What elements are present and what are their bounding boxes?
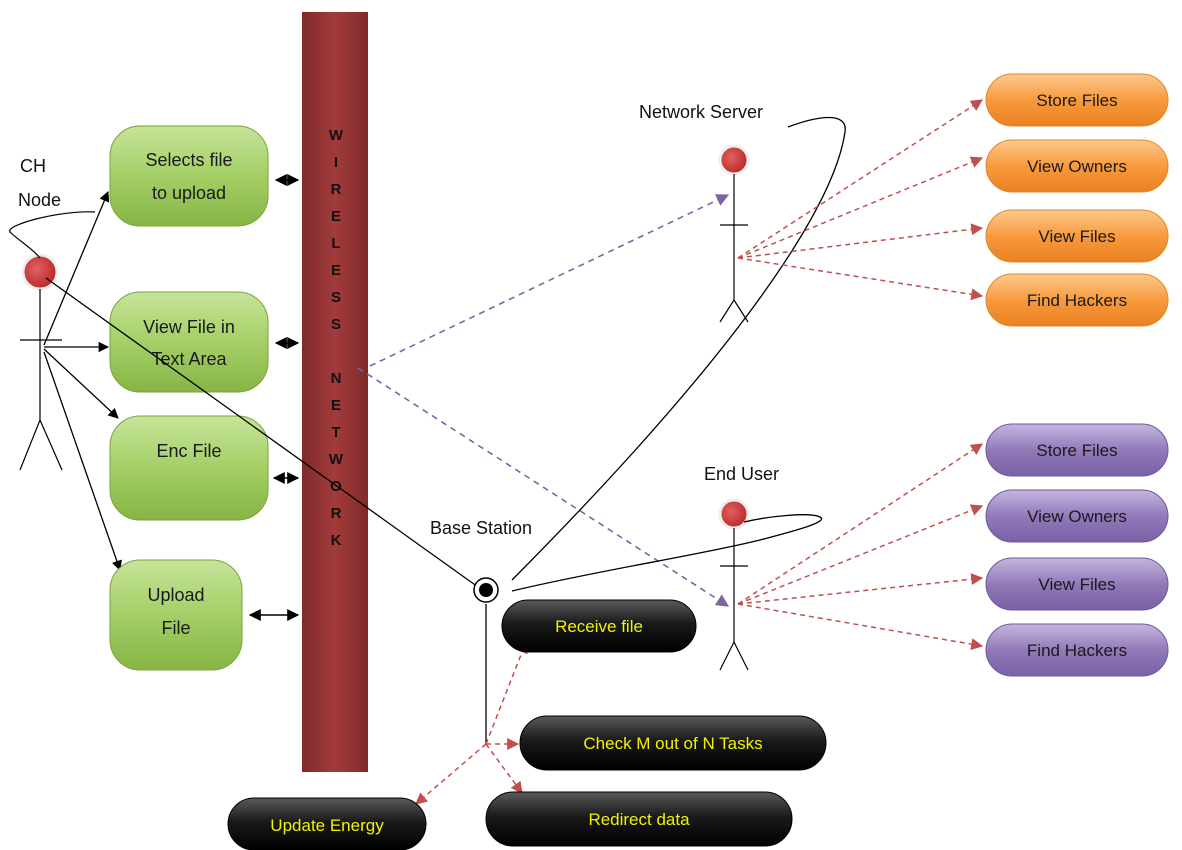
wireless-network-letter: K — [331, 532, 342, 549]
user-task-find-hackers[interactable]: Find Hackers — [985, 623, 1169, 677]
base-task-3-label: Redirect data — [588, 810, 690, 829]
ch-task-1-line1: Selects file — [145, 150, 232, 170]
wireless-network-letter: E — [331, 208, 341, 225]
server-task-view-files[interactable]: View Files — [985, 209, 1169, 263]
server-task-4-label: Find Hackers — [1027, 291, 1127, 310]
ch-task-view-file[interactable]: View File in Text Area — [109, 291, 269, 393]
wireless-network-letter: W — [329, 451, 344, 468]
wireless-network-letter: O — [330, 478, 342, 495]
wireless-network-letter: E — [331, 397, 341, 414]
base-task-check-m-out-of-n[interactable]: Check M out of N Tasks — [519, 715, 827, 771]
base-task-receive-file[interactable]: Receive file — [501, 599, 697, 653]
ch-task-upload-file[interactable]: Upload File — [109, 559, 243, 671]
wireless-network-letter: T — [331, 424, 340, 441]
network-dashed-links — [357, 194, 730, 607]
base-station: Base Station — [430, 518, 532, 745]
ch-node-head-icon — [21, 253, 59, 291]
wireless-network-letter: R — [331, 505, 342, 522]
task-network-links — [248, 174, 300, 621]
server-task-3-label: View Files — [1038, 227, 1115, 246]
server-task-2-label: View Owners — [1027, 157, 1127, 176]
base-task-2-label: Check M out of N Tasks — [583, 734, 762, 753]
server-task-1-label: Store Files — [1036, 91, 1117, 110]
ch-task-4-line1: Upload — [147, 585, 204, 605]
wireless-network-letter: R — [331, 181, 342, 198]
user-task-4-label: Find Hackers — [1027, 641, 1127, 660]
end-user-actor: End User — [511, 464, 823, 671]
user-task-3-label: View Files — [1038, 575, 1115, 594]
ch-task-4-line2: File — [161, 618, 190, 638]
base-task-redirect-data[interactable]: Redirect data — [485, 791, 793, 847]
wireless-network-letter: I — [334, 154, 338, 171]
ch-task-2-line2: Text Area — [151, 349, 227, 369]
ch-node-label-line1: CH — [20, 156, 46, 176]
ch-node-connectors — [43, 191, 122, 571]
ch-node-actor: CH Node — [9, 156, 96, 471]
wireless-network-letter: N — [331, 370, 342, 387]
wireless-network-letter: S — [331, 289, 341, 306]
user-task-view-files[interactable]: View Files — [985, 557, 1169, 611]
wireless-network-letter: S — [331, 316, 341, 333]
end-user-head-icon — [718, 498, 750, 530]
wireless-network-letter: L — [331, 235, 340, 252]
end-user-connectors — [737, 443, 984, 651]
wireless-network-letter: W — [329, 127, 344, 144]
network-server-actor: Network Server — [511, 102, 846, 581]
base-station-connectors — [415, 640, 528, 805]
network-server-connectors — [737, 99, 984, 301]
ch-task-selects-file[interactable]: Selects file to upload — [109, 125, 269, 227]
base-task-1-label: Receive file — [555, 617, 643, 636]
network-server-head-icon — [718, 144, 750, 176]
user-task-view-owners[interactable]: View Owners — [985, 489, 1169, 543]
end-user-label: End User — [704, 464, 779, 484]
server-task-view-owners[interactable]: View Owners — [985, 139, 1169, 193]
base-task-update-energy[interactable]: Update Energy — [227, 797, 427, 850]
ch-task-enc-file[interactable]: Enc File — [109, 415, 269, 521]
server-task-find-hackers[interactable]: Find Hackers — [985, 273, 1169, 327]
ch-to-base-line — [45, 277, 479, 588]
server-task-store-files[interactable]: Store Files — [985, 73, 1169, 127]
ch-task-2-line1: View File in — [143, 317, 235, 337]
base-station-label: Base Station — [430, 518, 532, 538]
user-task-2-label: View Owners — [1027, 507, 1127, 526]
user-task-1-label: Store Files — [1036, 441, 1117, 460]
network-server-label: Network Server — [639, 102, 763, 122]
ch-task-1-line2: to upload — [152, 183, 226, 203]
wireless-network-letter: E — [331, 262, 341, 279]
user-task-store-files[interactable]: Store Files — [985, 423, 1169, 477]
base-task-4-label: Update Energy — [270, 816, 384, 835]
ch-task-3-line1: Enc File — [156, 441, 221, 461]
ch-node-label-line2: Node — [18, 190, 61, 210]
